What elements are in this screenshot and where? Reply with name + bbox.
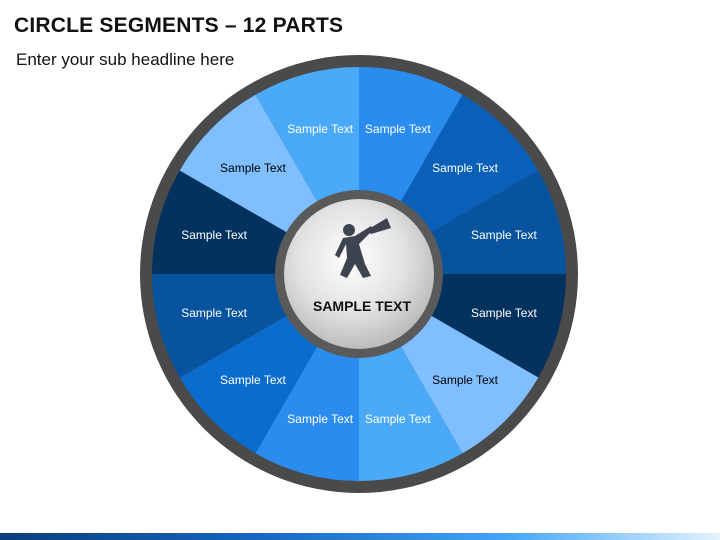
segment-3 bbox=[428, 170, 566, 274]
segment-label-12: Sample Text bbox=[287, 122, 353, 136]
segment-label-1: Sample Text bbox=[365, 122, 431, 136]
segment-10 bbox=[152, 170, 290, 274]
segment-label-3: Sample Text bbox=[471, 228, 537, 242]
page-title: CIRCLE SEGMENTS – 12 PARTS bbox=[14, 14, 344, 37]
segment-label-4: Sample Text bbox=[471, 306, 537, 320]
center-hub bbox=[284, 199, 434, 349]
segment-2 bbox=[399, 94, 539, 234]
segment-9 bbox=[152, 274, 290, 378]
segment-label-2: Sample Text bbox=[432, 161, 498, 175]
segment-label-7: Sample Text bbox=[287, 412, 353, 426]
center-label: SAMPLE TEXT bbox=[313, 298, 411, 314]
footer-bar bbox=[0, 533, 720, 540]
page-subtitle: Enter your sub headline here bbox=[16, 50, 235, 69]
segment-12 bbox=[255, 67, 359, 205]
segment-label-10: Sample Text bbox=[181, 228, 247, 242]
segment-4 bbox=[428, 274, 566, 378]
segment-1 bbox=[359, 67, 463, 205]
segment-label-5: Sample Text bbox=[432, 373, 498, 387]
segment-6 bbox=[359, 343, 463, 481]
segment-label-9: Sample Text bbox=[181, 306, 247, 320]
segment-label-6: Sample Text bbox=[365, 412, 431, 426]
segments-group bbox=[152, 67, 566, 481]
segment-7 bbox=[255, 343, 359, 481]
segment-label-8: Sample Text bbox=[220, 373, 286, 387]
person-with-megaphone-icon bbox=[335, 218, 391, 278]
segment-11 bbox=[179, 94, 319, 234]
segment-8 bbox=[179, 314, 319, 454]
segment-label-11: Sample Text bbox=[220, 161, 286, 175]
segment-5 bbox=[399, 314, 539, 454]
